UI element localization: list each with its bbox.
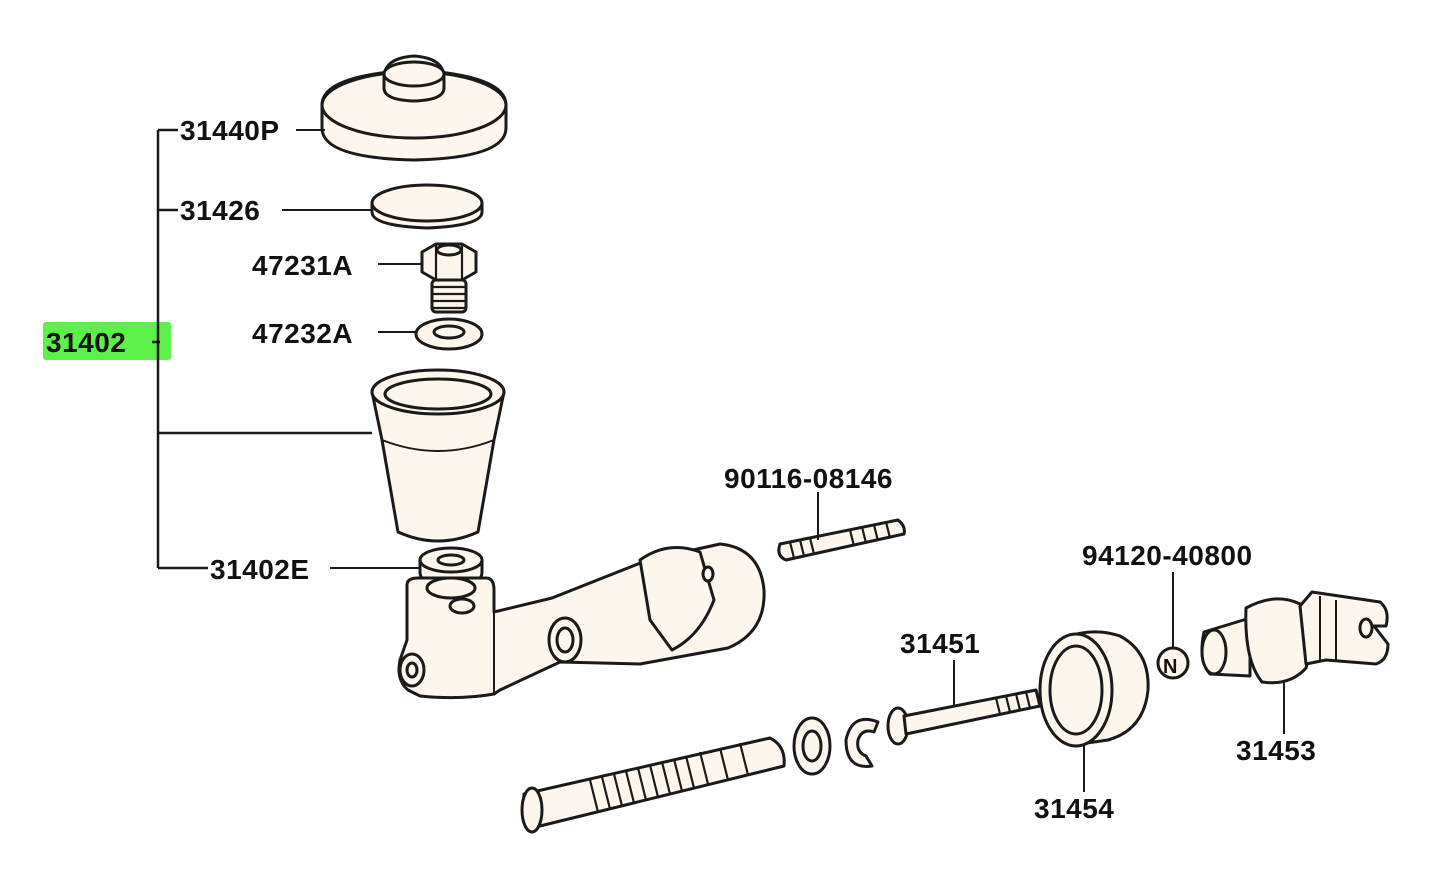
- label-boot[interactable]: 31454: [1034, 793, 1114, 824]
- label-cap[interactable]: 31440P: [180, 115, 280, 146]
- clevis: [1200, 590, 1390, 685]
- label-gasket[interactable]: 47232A: [252, 318, 353, 349]
- label-assembly[interactable]: 31402: [46, 327, 126, 358]
- label-nut[interactable]: 94120-40800: [1082, 540, 1253, 571]
- label-clevis[interactable]: 31453: [1236, 735, 1316, 766]
- label-diaphragm[interactable]: 31426: [180, 195, 260, 226]
- snap-ring: [844, 717, 880, 768]
- label-union-bolt[interactable]: 47231A: [252, 250, 353, 281]
- label-rod[interactable]: 31451: [900, 628, 980, 659]
- gasket: [414, 317, 484, 351]
- nut: N: [1156, 646, 1190, 680]
- reservoir-cap: [320, 54, 508, 162]
- reservoir-diaphragm: [370, 183, 484, 230]
- nut-marker-label: N: [1163, 656, 1178, 678]
- label-reservoir-kit[interactable]: 31402E: [210, 554, 310, 585]
- boot: [1038, 630, 1150, 748]
- assembly-highlight: [43, 322, 171, 360]
- master-cylinder-body: [397, 542, 766, 700]
- piston-washer: [792, 716, 832, 776]
- stud-bolt: [777, 518, 906, 562]
- reservoir: [370, 368, 506, 543]
- piston-spring: [520, 736, 786, 834]
- push-rod: [886, 688, 1042, 746]
- union-bolt: [420, 242, 478, 314]
- label-stud-bolt[interactable]: 90116-08146: [724, 463, 893, 494]
